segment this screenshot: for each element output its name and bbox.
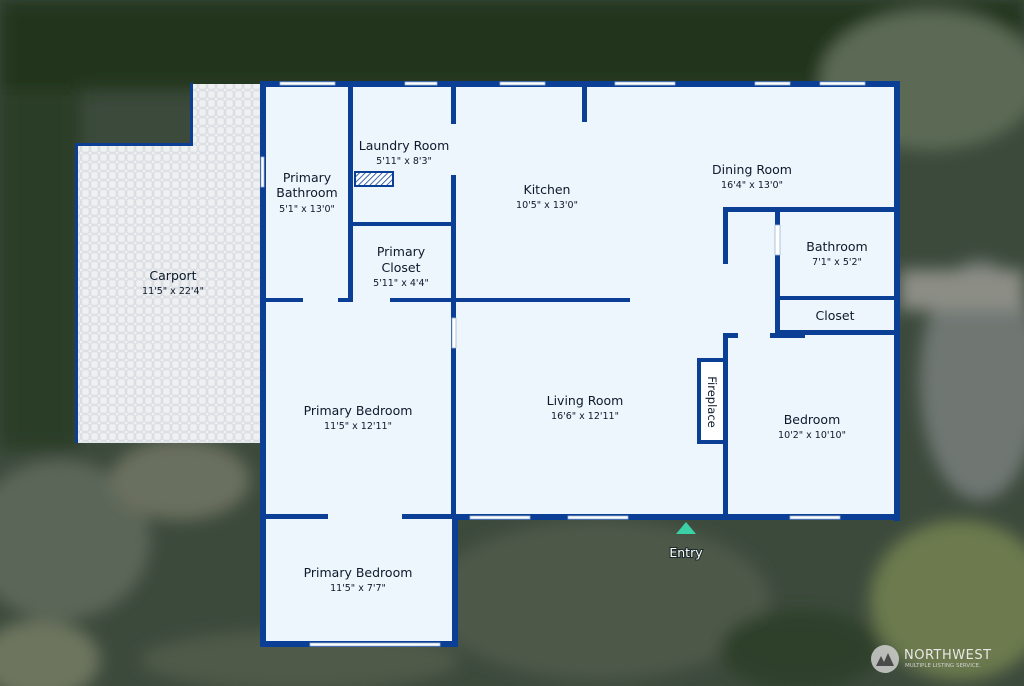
room-name-living: Living Room <box>547 393 624 408</box>
logo-title: NORTHWEST <box>904 648 992 663</box>
room-dim-living: 16'6" x 12'11" <box>551 411 619 422</box>
wall-closet-bottom-e <box>775 330 897 335</box>
nwmls-logo: NORTHWEST MULTIPLE LISTING SERVICE. <box>870 644 1010 674</box>
room-name-dining: Dining Room <box>712 162 792 177</box>
wall-closet-bottom <box>390 298 630 302</box>
room-name-carport: Carport <box>149 268 196 283</box>
fireplace <box>697 358 727 444</box>
room-name-laundry: Laundry Room <box>359 138 450 153</box>
wall-laundry-bottom <box>348 222 456 226</box>
exterior-wall-right <box>894 81 900 521</box>
wall-kitchen-stub <box>582 84 587 122</box>
room-name-primary-bathroom-l2: Bathroom <box>276 185 337 200</box>
room-name-bedroom: Bedroom <box>784 412 841 427</box>
exterior-wall-left <box>260 81 266 647</box>
room-name-primary-bedroom-2: Primary Bedroom <box>304 565 413 580</box>
room-name-primary-closet-l2: Closet <box>382 260 421 275</box>
house-floor <box>263 84 897 644</box>
wall-bedroom-mid <box>263 514 328 519</box>
window <box>567 515 629 520</box>
entry-triangle-icon <box>676 522 696 534</box>
wall-bedroom-top-b <box>770 333 805 338</box>
exterior-wall-east-lower <box>452 514 458 647</box>
room-dim-laundry: 5'11" x 8'3" <box>376 156 432 167</box>
window <box>404 81 438 86</box>
window <box>499 81 546 86</box>
room-name-primary-bathroom-l1: Primary <box>283 170 332 185</box>
room-dim-primary-bathroom: 5'1" x 13'0" <box>279 204 335 215</box>
wall-bath-bottom <box>263 298 303 302</box>
window <box>260 156 265 188</box>
room-name-closet: Closet <box>816 308 855 323</box>
room-dim-dining: 16'4" x 13'0" <box>721 180 783 191</box>
nwmls-logo-icon <box>871 645 899 673</box>
window <box>309 642 441 647</box>
room-dim-kitchen: 10'5" x 13'0" <box>516 200 578 211</box>
wall-bath-left <box>775 207 780 335</box>
wall-bath-bottom-b <box>338 298 353 302</box>
wall-bath-bottom-e <box>775 296 897 300</box>
wall-bedroom-top-a <box>723 333 738 338</box>
logo-subtitle: MULTIPLE LISTING SERVICE. <box>905 663 981 669</box>
entry-label: Entry <box>669 545 703 560</box>
room-name-kitchen: Kitchen <box>524 182 571 197</box>
wall-dining-stub <box>723 207 728 264</box>
window <box>279 81 336 86</box>
wall-dining-bottom <box>723 207 897 212</box>
room-dim-primary-closet: 5'11" x 4'4" <box>373 278 429 289</box>
laundry-hatch-fixture <box>354 171 394 187</box>
carport-wall-top <box>75 143 193 146</box>
window <box>754 81 791 86</box>
window <box>819 81 866 86</box>
exterior-wall-bottom-east <box>452 514 900 520</box>
room-dim-bedroom: 10'2" x 10'10" <box>778 430 846 441</box>
room-dim-bathroom: 7'1" x 5'2" <box>812 257 862 268</box>
room-dim-primary-bedroom-1: 11'5" x 12'11" <box>324 421 392 432</box>
room-name-bathroom: Bathroom <box>806 239 867 254</box>
door-gap <box>774 224 781 256</box>
room-name-primary-bedroom-1: Primary Bedroom <box>304 403 413 418</box>
window <box>789 515 841 520</box>
room-name-primary-closet-l1: Primary <box>377 244 426 259</box>
carport-wall-step <box>190 83 193 146</box>
door-gap <box>451 317 457 349</box>
window <box>614 81 676 86</box>
window <box>469 515 531 520</box>
wall-laundry-kitchen-top <box>451 84 456 124</box>
carport-floor <box>78 84 263 443</box>
fireplace-label: Fireplace <box>705 376 719 427</box>
room-dim-primary-bedroom-2: 11'5" x 7'7" <box>330 583 386 594</box>
wall-bedroom-mid-b <box>402 514 456 519</box>
room-dim-carport: 11'5" x 22'4" <box>142 286 204 297</box>
exterior-wall-top <box>260 81 900 87</box>
wall-bath-laundry <box>348 84 353 300</box>
carport-wall-left <box>75 143 78 443</box>
